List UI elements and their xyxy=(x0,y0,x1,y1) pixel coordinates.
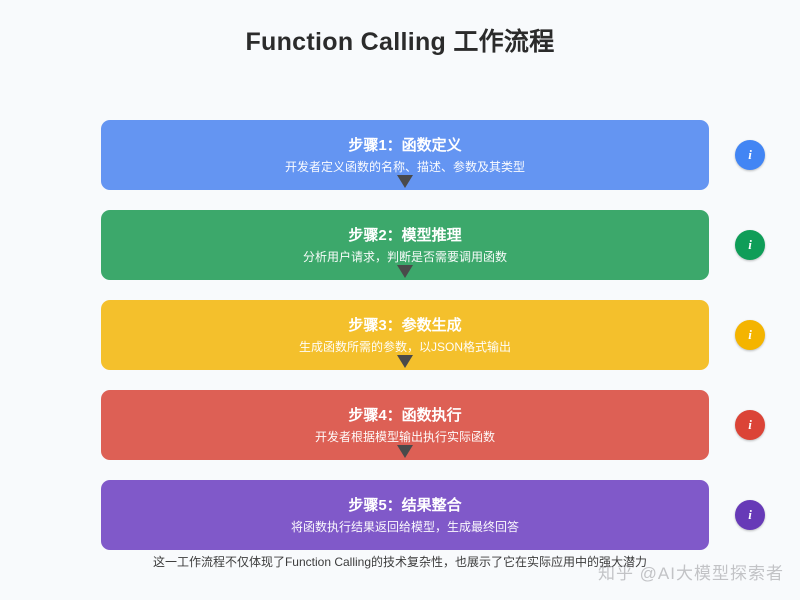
step-title: 步骤2：模型推理 xyxy=(348,226,462,244)
step-description: 开发者定义函数的名称、描述、参数及其类型 xyxy=(284,159,525,174)
step-title: 步骤5：结果整合 xyxy=(348,496,462,514)
flow-step-2: 步骤2：模型推理 分析用户请求，判断是否需要调用函数 i xyxy=(101,210,765,280)
down-arrow-icon xyxy=(397,175,413,188)
down-arrow-icon xyxy=(397,445,413,458)
step-title: 步骤3：参数生成 xyxy=(348,316,462,334)
flow-step-5: 步骤5：结果整合 将函数执行结果返回给模型，生成最终回答 i xyxy=(101,480,765,550)
info-badge-5[interactable]: i xyxy=(735,500,765,530)
info-icon: i xyxy=(748,327,752,342)
info-badge-2[interactable]: i xyxy=(735,230,765,260)
step-box-3[interactable]: 步骤3：参数生成 生成函数所需的参数，以JSON格式输出 xyxy=(101,300,709,370)
info-badge-3[interactable]: i xyxy=(735,320,765,350)
step-box-1[interactable]: 步骤1：函数定义 开发者定义函数的名称、描述、参数及其类型 xyxy=(101,120,709,190)
step-box-5[interactable]: 步骤5：结果整合 将函数执行结果返回给模型，生成最终回答 xyxy=(101,480,709,550)
footer-note: 这一工作流程不仅体现了Function Calling的技术复杂性，也展示了它在… xyxy=(152,555,648,569)
step-description: 将函数执行结果返回给模型，生成最终回答 xyxy=(290,519,519,534)
step-description: 分析用户请求，判断是否需要调用函数 xyxy=(302,249,507,264)
flow-step-3: 步骤3：参数生成 生成函数所需的参数，以JSON格式输出 i xyxy=(101,300,765,370)
page-title: Function Calling 工作流程 xyxy=(245,28,555,56)
step-box-4[interactable]: 步骤4：函数执行 开发者根据模型输出执行实际函数 xyxy=(101,390,709,460)
down-arrow-icon xyxy=(397,355,413,368)
flow-step-4: 步骤4：函数执行 开发者根据模型输出执行实际函数 i xyxy=(101,390,765,460)
info-icon: i xyxy=(748,417,752,432)
info-badge-4[interactable]: i xyxy=(735,410,765,440)
step-title: 步骤4：函数执行 xyxy=(348,406,462,424)
info-badge-1[interactable]: i xyxy=(735,140,765,170)
info-icon: i xyxy=(748,237,752,252)
step-title: 步骤1：函数定义 xyxy=(348,136,462,154)
step-description: 生成函数所需的参数，以JSON格式输出 xyxy=(298,339,511,354)
workflow-diagram: 步骤1：函数定义 开发者定义函数的名称、描述、参数及其类型 i 步骤2：模型推理… xyxy=(101,120,765,570)
step-description: 开发者根据模型输出执行实际函数 xyxy=(314,429,495,444)
down-arrow-icon xyxy=(397,265,413,278)
step-box-2[interactable]: 步骤2：模型推理 分析用户请求，判断是否需要调用函数 xyxy=(101,210,709,280)
info-icon: i xyxy=(748,147,752,162)
flow-step-1: 步骤1：函数定义 开发者定义函数的名称、描述、参数及其类型 i xyxy=(101,120,765,190)
info-icon: i xyxy=(748,507,752,522)
